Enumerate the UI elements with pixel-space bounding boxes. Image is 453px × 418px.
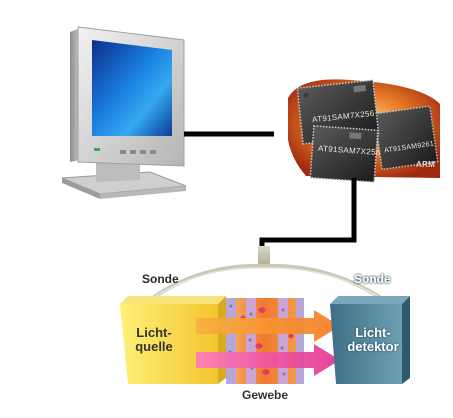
monitor-screen — [92, 40, 172, 136]
cable-controller-to-probe — [259, 178, 357, 246]
light-arrow-orange — [196, 310, 340, 342]
light-source-label-line2: quelle — [135, 339, 173, 354]
microcontroller-chips-image — [288, 79, 440, 183]
probe-left-label: Sonde — [142, 272, 179, 286]
computer-monitor-icon — [61, 26, 187, 199]
light-detector-box — [330, 296, 410, 384]
tissue-block — [226, 298, 304, 384]
light-source-label: Licht- quelle — [128, 326, 180, 354]
chip-logo: ARM — [416, 160, 436, 169]
light-arrow-pink — [196, 344, 340, 376]
light-source-label-line1: Licht- — [136, 325, 172, 340]
light-detector-label-line2: detektor — [347, 339, 399, 354]
tissue-label: Gewebe — [242, 388, 289, 402]
light-detector-label: Licht- detektor — [342, 326, 404, 354]
probe-connector — [148, 246, 386, 302]
probe-right-label: Sonde — [354, 272, 391, 286]
light-detector-label-line1: Licht- — [355, 325, 391, 340]
